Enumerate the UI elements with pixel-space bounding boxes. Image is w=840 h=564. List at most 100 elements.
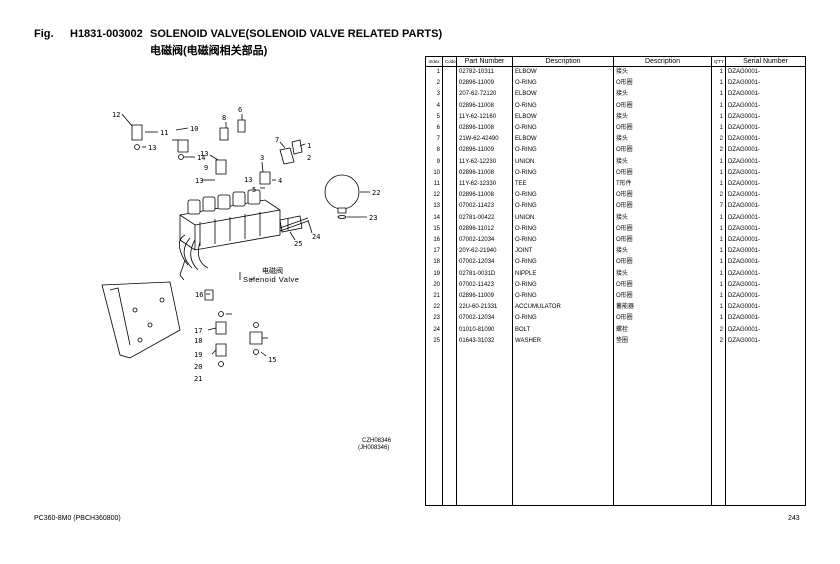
cell-index: 24 <box>425 324 443 336</box>
cell-desc: ELBOW <box>512 134 614 146</box>
cell-qty: 1 <box>711 235 726 247</box>
cell-desc: ELBOW <box>512 111 614 124</box>
cell-qty: 1 <box>711 257 726 269</box>
cell-serial: DZAG0001- <box>725 179 806 191</box>
cell-desc: O-RING <box>512 279 614 292</box>
cell-part: 02896-11008 <box>456 123 513 135</box>
cell-part: 02896-11008 <box>456 100 513 112</box>
cell-part: 11Y-62-12330 <box>456 179 513 191</box>
cell-code <box>442 212 457 224</box>
callout-label: 4 <box>278 177 282 185</box>
cell-index: 2 <box>425 78 443 90</box>
cell-zh: O形圈 <box>613 279 712 292</box>
cell-qty: 1 <box>711 223 726 236</box>
cell-part: 20Y-62-21940 <box>456 246 513 258</box>
cell-qty: 1 <box>711 89 726 101</box>
cell-zh: O形圈 <box>613 100 712 112</box>
callout-label: 15 <box>268 356 276 364</box>
callout-label: 17 <box>194 327 202 335</box>
cell-code <box>442 279 457 292</box>
cell-desc: O-RING <box>512 223 614 236</box>
callout-label: 1 <box>307 142 311 150</box>
cell-serial: DZAG0001- <box>725 156 806 168</box>
cell-desc: O-RING <box>512 100 614 112</box>
cell-part: 07002-12034 <box>456 313 513 325</box>
cell-index: 3 <box>425 89 443 101</box>
cell-qty: 2 <box>711 134 726 146</box>
cell-index: 9 <box>425 156 443 168</box>
cell-zh: O形圈 <box>613 190 712 202</box>
cell-zh: 接头 <box>613 134 712 146</box>
cell-desc: O-RING <box>512 313 614 325</box>
cell-part: 02781-0031D <box>456 268 513 280</box>
cell-index: 10 <box>425 167 443 180</box>
cell-serial: DZAG0001- <box>725 313 806 325</box>
cell-index: 15 <box>425 223 443 236</box>
cell-part: 21W-62-42490 <box>456 134 513 146</box>
cell-serial: DZAG0001- <box>725 167 806 180</box>
cell-part: 11Y-62-12230 <box>456 156 513 168</box>
cell-serial: DZAG0001- <box>725 123 806 135</box>
cell-qty: 1 <box>711 302 726 314</box>
cell-index: 18 <box>425 257 443 269</box>
cell-desc: O-RING <box>512 145 614 157</box>
diagram-callouts: 12 11 13 10 8 6 7 1 2 14 13 9 13 3 4 5 1… <box>112 106 380 383</box>
callout-label: 13 <box>148 144 156 152</box>
cell-index: 23 <box>425 313 443 325</box>
cell-desc: UNION <box>512 212 614 224</box>
cell-index: 14 <box>425 212 443 224</box>
cell-part: 02781-00422 <box>456 212 513 224</box>
cell-part: 02896-11009 <box>456 145 513 157</box>
cell-serial: DZAG0001- <box>725 212 806 224</box>
cell-zh: 垫圈 <box>613 335 712 348</box>
callout-label: 7 <box>275 136 279 144</box>
callout-label: 11 <box>160 129 168 137</box>
cell-qty: 1 <box>711 279 726 292</box>
callout-label: 19 <box>194 351 202 359</box>
table-blank-area <box>425 347 806 506</box>
cell-zh: 接头 <box>613 268 712 280</box>
cell-qty: 1 <box>711 268 726 280</box>
callout-label: 3 <box>260 154 264 162</box>
cell-serial: DZAG0001- <box>725 268 806 280</box>
col-header-index: Index <box>425 56 443 67</box>
cell-serial: DZAG0001- <box>725 335 806 348</box>
cell-desc: JOINT <box>512 246 614 258</box>
callout-label: 24 <box>312 233 320 241</box>
cell-index: 7 <box>425 134 443 146</box>
page-number: 243 <box>788 515 800 522</box>
cell-desc: O-RING <box>512 235 614 247</box>
cell-desc: O-RING <box>512 291 614 303</box>
cell-code <box>442 302 457 314</box>
cell-code <box>442 257 457 269</box>
cell-qty: 2 <box>711 324 726 336</box>
cell-part: 02896-11008 <box>456 167 513 180</box>
cell-serial: DZAG0001- <box>725 111 806 124</box>
cell-index: 20 <box>425 279 443 292</box>
cell-index: 6 <box>425 123 443 135</box>
cell-qty: 1 <box>711 78 726 90</box>
cell-index: 8 <box>425 145 443 157</box>
parts-table: Index Code Part Number Description Descr… <box>425 56 806 506</box>
callout-label: 13 <box>200 150 208 158</box>
cell-serial: DZAG0001- <box>725 246 806 258</box>
callout-label: 10 <box>190 125 198 133</box>
cell-zh: O形圈 <box>613 291 712 303</box>
page-title: SOLENOID VALVE(SOLENOID VALVE RELATED PA… <box>150 28 443 40</box>
cell-zh: O形圈 <box>613 201 712 213</box>
cell-code <box>442 179 457 191</box>
cell-code <box>442 167 457 180</box>
cell-code <box>442 291 457 303</box>
cell-zh: O形圈 <box>613 257 712 269</box>
